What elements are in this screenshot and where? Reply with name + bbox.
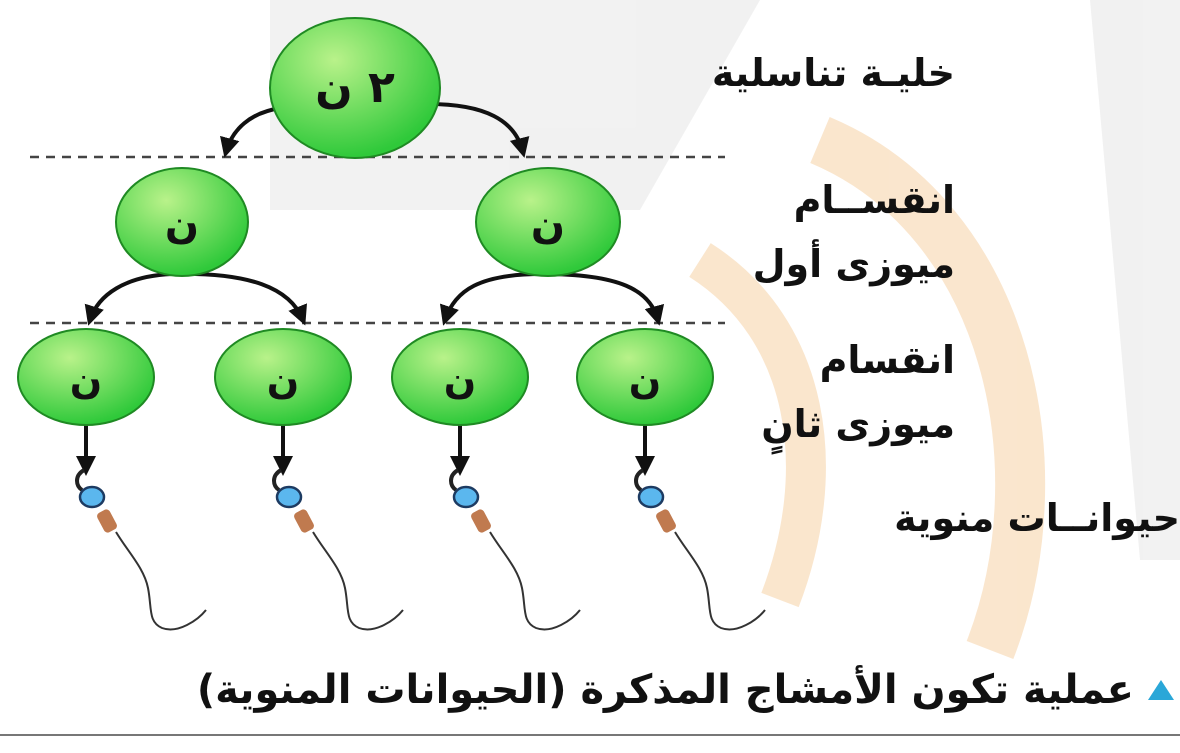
sperm-cell-icon [634, 468, 766, 631]
second-division-cell: ن [576, 328, 714, 426]
watermark-shape [1090, 0, 1180, 560]
meiosis-two-label-line2: ميوزى ثانٍ [761, 402, 955, 446]
arrow [84, 272, 173, 326]
meiosis-one-label-line2: ميوزى أول [752, 242, 955, 286]
cell-label: ن [70, 358, 102, 402]
first-division-cell: ن [475, 167, 621, 277]
cell-label: ن [165, 202, 199, 248]
meiosis-one-label-line1: انقســام [793, 178, 955, 222]
arrow [541, 272, 665, 326]
sperm-label: حيوانــات منوية [894, 496, 1180, 540]
germ-cell-label: خليـة تناسلية [711, 51, 955, 95]
second-division-cell: ن [391, 328, 529, 426]
arrow [427, 102, 530, 158]
caption-text: عملية تكون الأمشاج المذكرة (الحيوانات ال… [196, 667, 1134, 713]
watermark-arc [809, 116, 1046, 660]
cell-label: ن [444, 358, 476, 402]
divider [0, 734, 1180, 736]
division-arrows [76, 102, 665, 476]
sperm-cell-icon [75, 468, 207, 631]
watermark-arc [688, 243, 826, 608]
cell-label: ن [267, 358, 299, 402]
arrow [171, 271, 307, 326]
blue-triangle-icon [1148, 680, 1174, 700]
sperm-cell-icon [449, 468, 581, 631]
parent-cell: ٢ ن [269, 17, 441, 159]
second-division-cell: ن [17, 328, 155, 426]
arrow [439, 272, 543, 326]
cell-label: ن [531, 202, 565, 248]
cell-label: ٢ ن [315, 62, 395, 113]
cell-label: ن [629, 358, 661, 402]
sperm-cell-icon [272, 468, 404, 631]
figure-caption: عملية تكون الأمشاج المذكرة (الحيوانات ال… [0, 650, 1180, 730]
first-division-cell: ن [115, 167, 249, 277]
meiosis-two-label-line1: انقسام [819, 338, 955, 382]
second-division-cell: ن [214, 328, 352, 426]
